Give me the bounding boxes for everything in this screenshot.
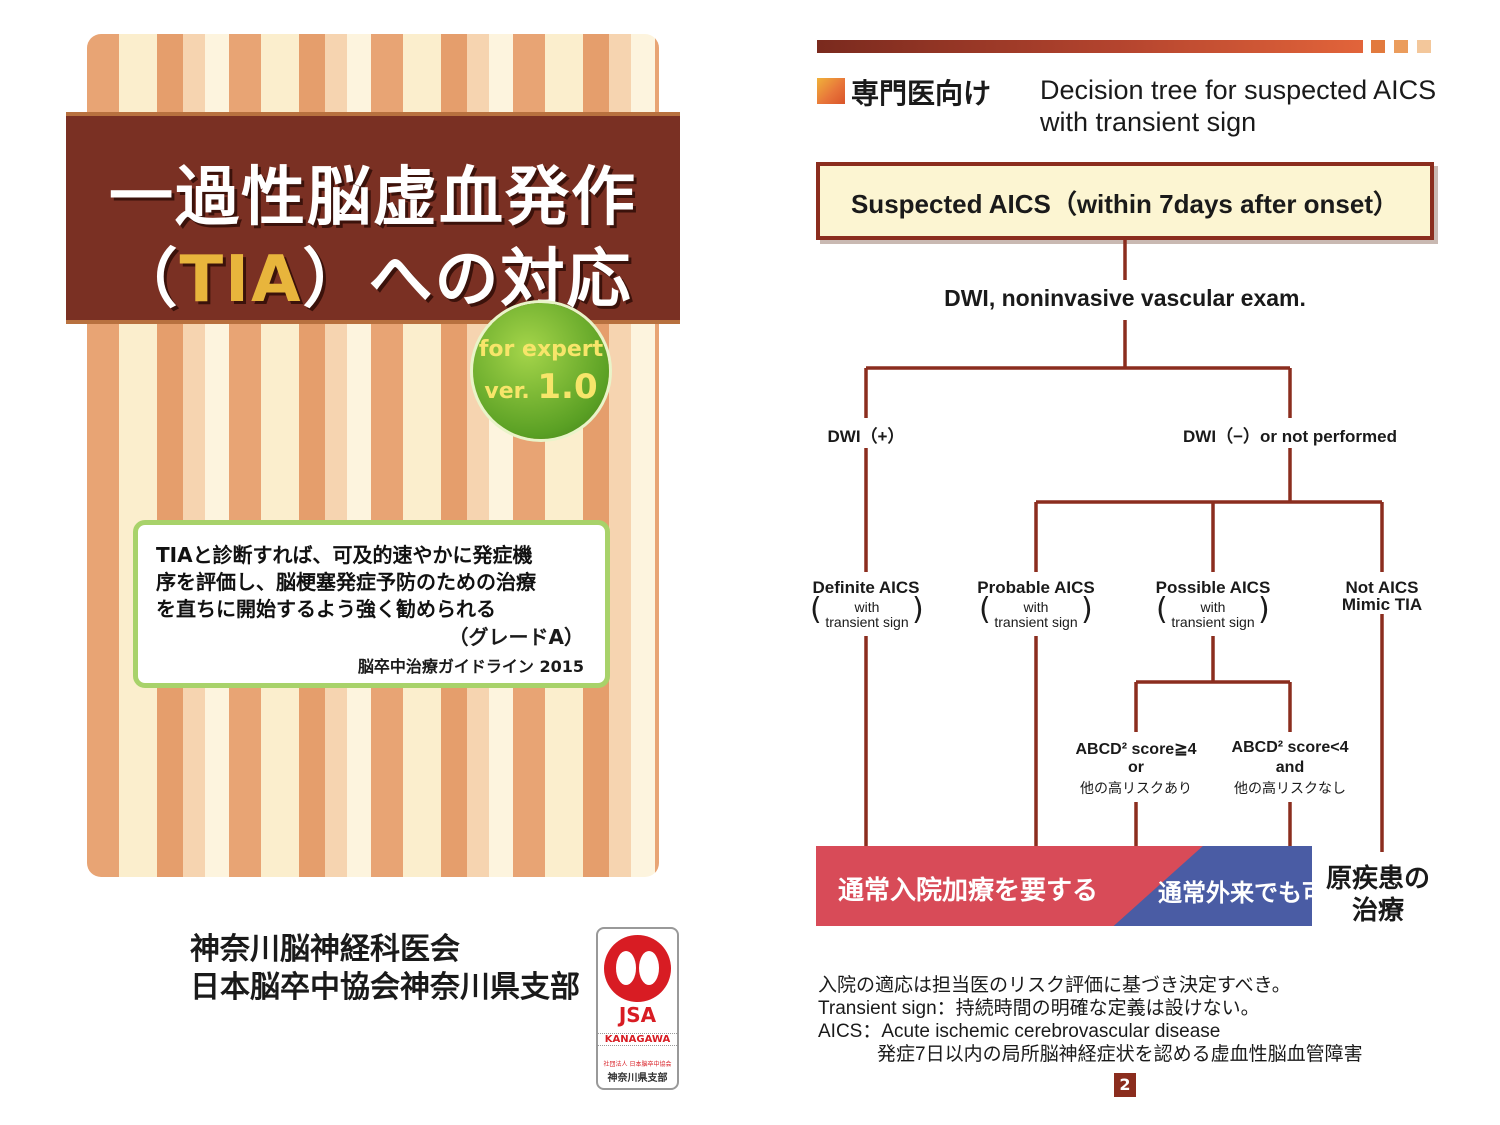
publisher-line1: 神奈川脳神経科医会 <box>190 932 460 967</box>
paren-left: ( <box>810 592 822 627</box>
header-square-1 <box>1371 40 1385 53</box>
outcome-definite: Definite AICS <box>812 578 920 597</box>
outcome-not-aics: Not AICS <box>1345 578 1419 597</box>
cover-title-line1: 一過性脳虚血発作 <box>109 161 637 235</box>
note-source: 脳卒中治療ガイドライン 2015 <box>357 657 584 676</box>
footnote-2: Transient sign：持続時間の明確な定義は設けない。 <box>818 998 1260 1019</box>
badge-audience: for expert <box>478 337 604 362</box>
jsa-branch: 神奈川県支部 <box>607 1073 668 1084</box>
badge-ver-label: ver. <box>484 379 538 404</box>
sub-with: with <box>1023 599 1049 615</box>
paren-left: ( <box>979 592 991 627</box>
cover-title-line2: （TIA）への対応 <box>66 228 680 320</box>
footnote-3: AICS：Acute ischemic cerebrovascular dise… <box>818 1021 1221 1042</box>
sub-with: with <box>854 599 880 615</box>
note-line-3: を直ちに開始するよう強く勧められる <box>156 597 496 621</box>
note-line-2: 序を評価し、脳梗塞発症予防のための治療 <box>156 570 536 594</box>
abcd-low-risk: 他の高リスクなし <box>1234 780 1346 796</box>
recommendation-box: TIAと診断すれば、可及的速やかに発症機 序を評価し、脳梗塞発症予防のための治療… <box>133 520 610 688</box>
action-underlying-line2: 治療 <box>1352 896 1405 926</box>
badge-ver-number: 1.0 <box>537 367 598 407</box>
page-number: 2 <box>1114 1073 1136 1097</box>
footnote-4: 発症7日以内の局所脳神経症状を認める虚血性脳血管障害 <box>877 1044 1363 1065</box>
paren-open: （ <box>113 243 180 317</box>
header-bar <box>817 40 1363 53</box>
section-icon <box>817 78 845 104</box>
abcd-high-risk: 他の高リスクあり <box>1080 780 1192 796</box>
footnote-1: 入院の適応は担当医のリスク評価に基づき決定すべき。 <box>818 975 1291 996</box>
flowchart-title-line1: Decision tree for suspected AICS <box>1040 75 1437 105</box>
outcome-probable: Probable AICS <box>977 578 1095 597</box>
jsa-org-name: 社団法人 日本脳卒中協会 <box>603 1061 672 1068</box>
outcome-possible-sub: with transient sign ( ) <box>1156 592 1270 632</box>
action-outpatient-text: 通常外来でも可 <box>1158 879 1326 907</box>
note-line-1: TIAと診断すれば、可及的速やかに発症機 <box>156 543 533 567</box>
publisher-line2: 日本脳卒中協会神奈川県支部 <box>190 970 580 1005</box>
abcd-low-criteria: ABCD² score<4 <box>1231 739 1349 756</box>
header-square-3 <box>1417 40 1431 53</box>
sub-transient: transient sign <box>825 614 909 630</box>
paren-right: ) <box>1258 592 1270 627</box>
paren-left: ( <box>1156 592 1168 627</box>
root-node: Suspected AICS（within 7days after onset） <box>816 162 1434 240</box>
jsa-acronym: JSA <box>618 1003 657 1027</box>
action-underlying-line1: 原疾患の <box>1326 864 1431 894</box>
abcd-low-and: and <box>1275 759 1305 776</box>
abcd-high-criteria: ABCD² score≧4 <box>1075 741 1197 758</box>
sub-transient: transient sign <box>1171 614 1255 630</box>
outcome-mimic-tia: Mimic TIA <box>1341 595 1423 614</box>
header-square-2 <box>1394 40 1408 53</box>
version-badge: for expert ver. 1.0 <box>473 303 609 439</box>
paren-right: ) <box>912 592 924 627</box>
jsa-logo-left-shape <box>616 951 636 985</box>
jsa-logo-right-shape <box>639 951 659 985</box>
outcome-definite-sub: with transient sign ( ) <box>810 592 924 632</box>
root-node-text: Suspected AICS（within 7days after onset） <box>850 189 1400 219</box>
paren-right: ) <box>1081 592 1093 627</box>
jsa-region: KANAGAWA <box>598 1033 677 1046</box>
branch-dwi-negative: DWI（−）or not performed <box>1183 427 1397 446</box>
outcome-possible: Possible AICS <box>1155 578 1271 597</box>
title-band: 一過性脳虚血発作 （TIA）への対応 <box>66 112 680 324</box>
jsa-logo-circle <box>604 935 671 1002</box>
exam-node: DWI, noninvasive vascular exam. <box>944 285 1306 311</box>
action-admit-text: 通常入院加療を要する <box>838 876 1099 906</box>
outcome-probable-sub: with transient sign ( ) <box>979 592 1093 632</box>
paren-close-rest: ）への対応 <box>302 243 633 317</box>
jsa-logo: JSA KANAGAWA 社団法人 日本脳卒中協会 神奈川県支部 <box>596 927 679 1090</box>
badge-version: ver. 1.0 <box>473 367 609 407</box>
abcd-high-or: or <box>1128 759 1144 776</box>
flowchart-title-line2: with transient sign <box>1040 107 1257 137</box>
sub-transient: transient sign <box>994 614 1078 630</box>
branch-dwi-positive: DWI（+） <box>827 427 905 446</box>
note-grade: （グレードA） <box>448 625 584 649</box>
sub-with: with <box>1200 599 1226 615</box>
tia-text: TIA <box>179 243 303 317</box>
section-label: 専門医向け <box>851 77 992 110</box>
